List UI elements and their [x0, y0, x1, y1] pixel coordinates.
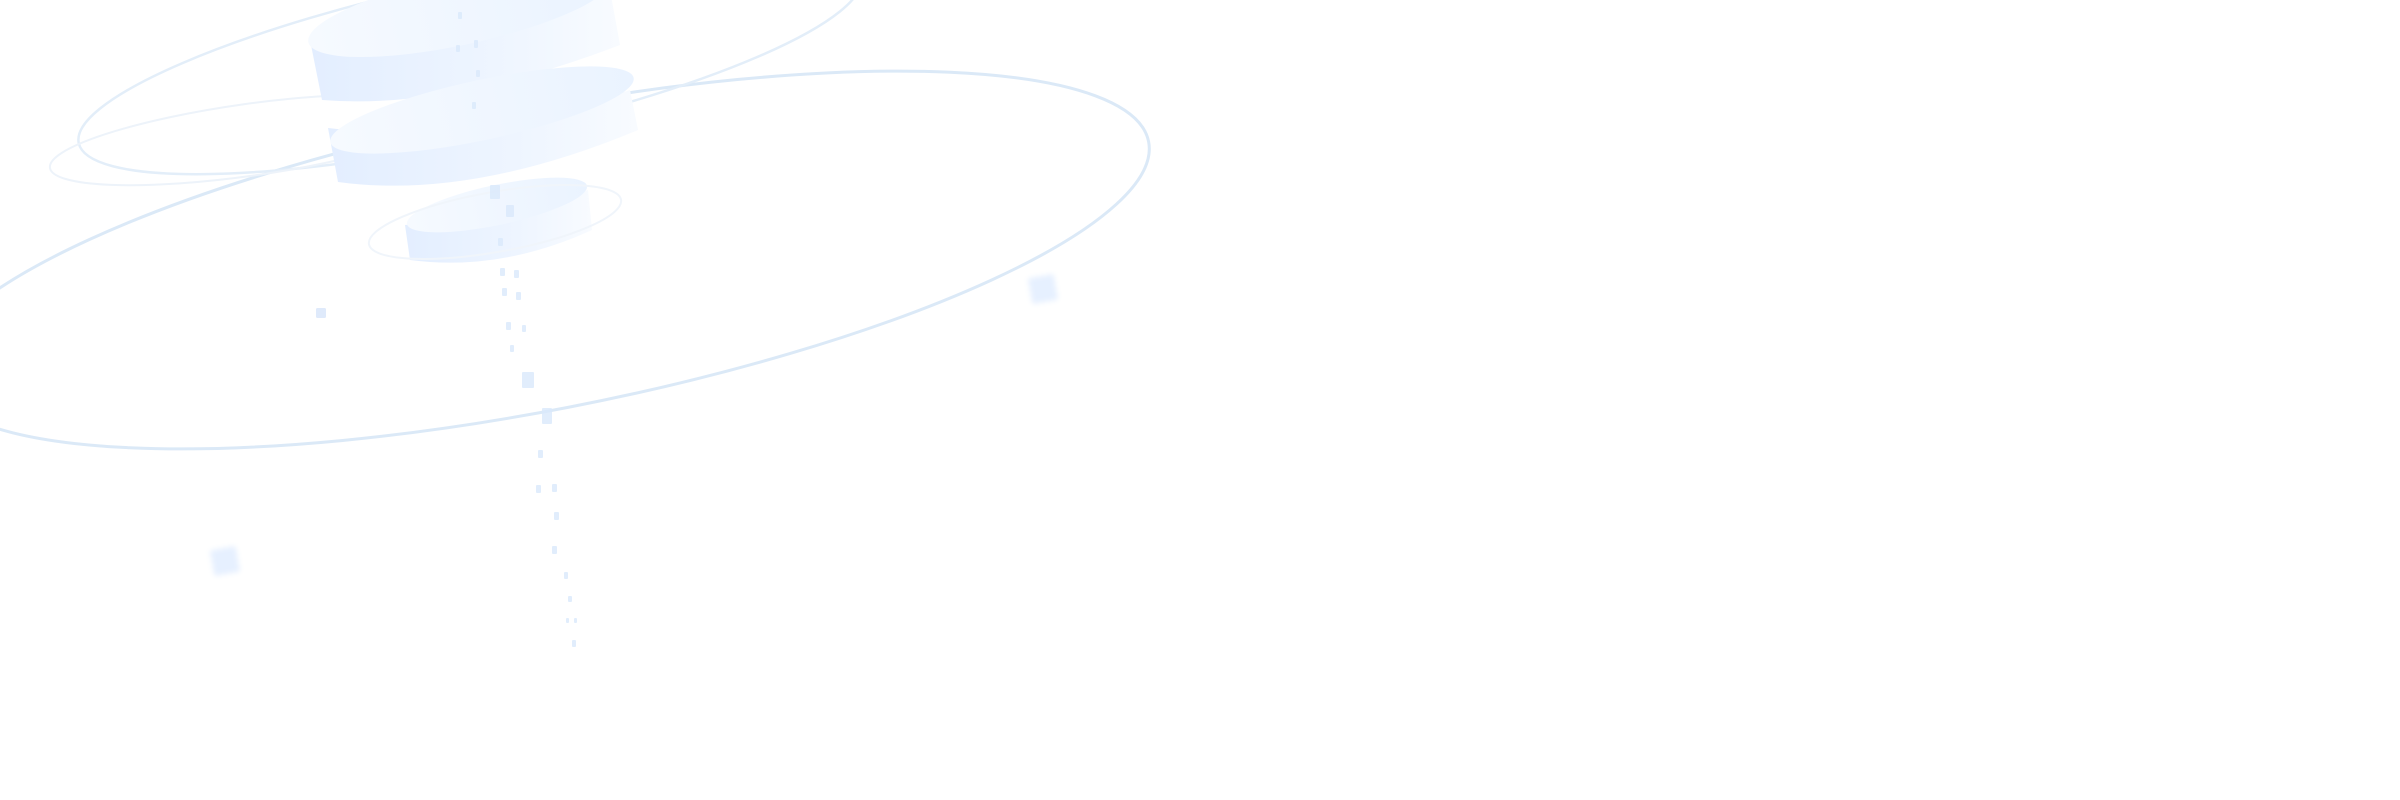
disc-top [308, 0, 620, 102]
particle [472, 102, 476, 109]
particle [564, 572, 568, 579]
particle [502, 288, 507, 296]
particle [510, 345, 514, 352]
particle [456, 45, 460, 52]
particle [516, 292, 521, 300]
particle-trail [456, 12, 577, 647]
disc-bottom [405, 177, 592, 263]
particle [514, 270, 519, 278]
particle [522, 325, 526, 332]
particle [474, 40, 478, 48]
floating-cube-icon [1026, 272, 1060, 306]
particle [476, 70, 480, 77]
particle [506, 205, 514, 217]
particle [536, 485, 541, 493]
floating-cube-icon [208, 544, 242, 578]
particle [506, 322, 511, 330]
particle [554, 512, 559, 520]
particle [490, 185, 500, 199]
particle [568, 596, 572, 602]
particle [572, 640, 576, 647]
particle [552, 546, 557, 554]
particle [542, 408, 552, 424]
particle [574, 618, 577, 623]
particle [498, 238, 503, 246]
particle [522, 372, 534, 388]
bottom-outline [367, 184, 623, 260]
particle [552, 484, 557, 492]
particle [458, 12, 462, 19]
particle [538, 450, 543, 458]
particle [500, 268, 505, 276]
particle [566, 618, 569, 623]
floating-cube-icon [316, 308, 326, 318]
disc-middle [328, 66, 638, 186]
